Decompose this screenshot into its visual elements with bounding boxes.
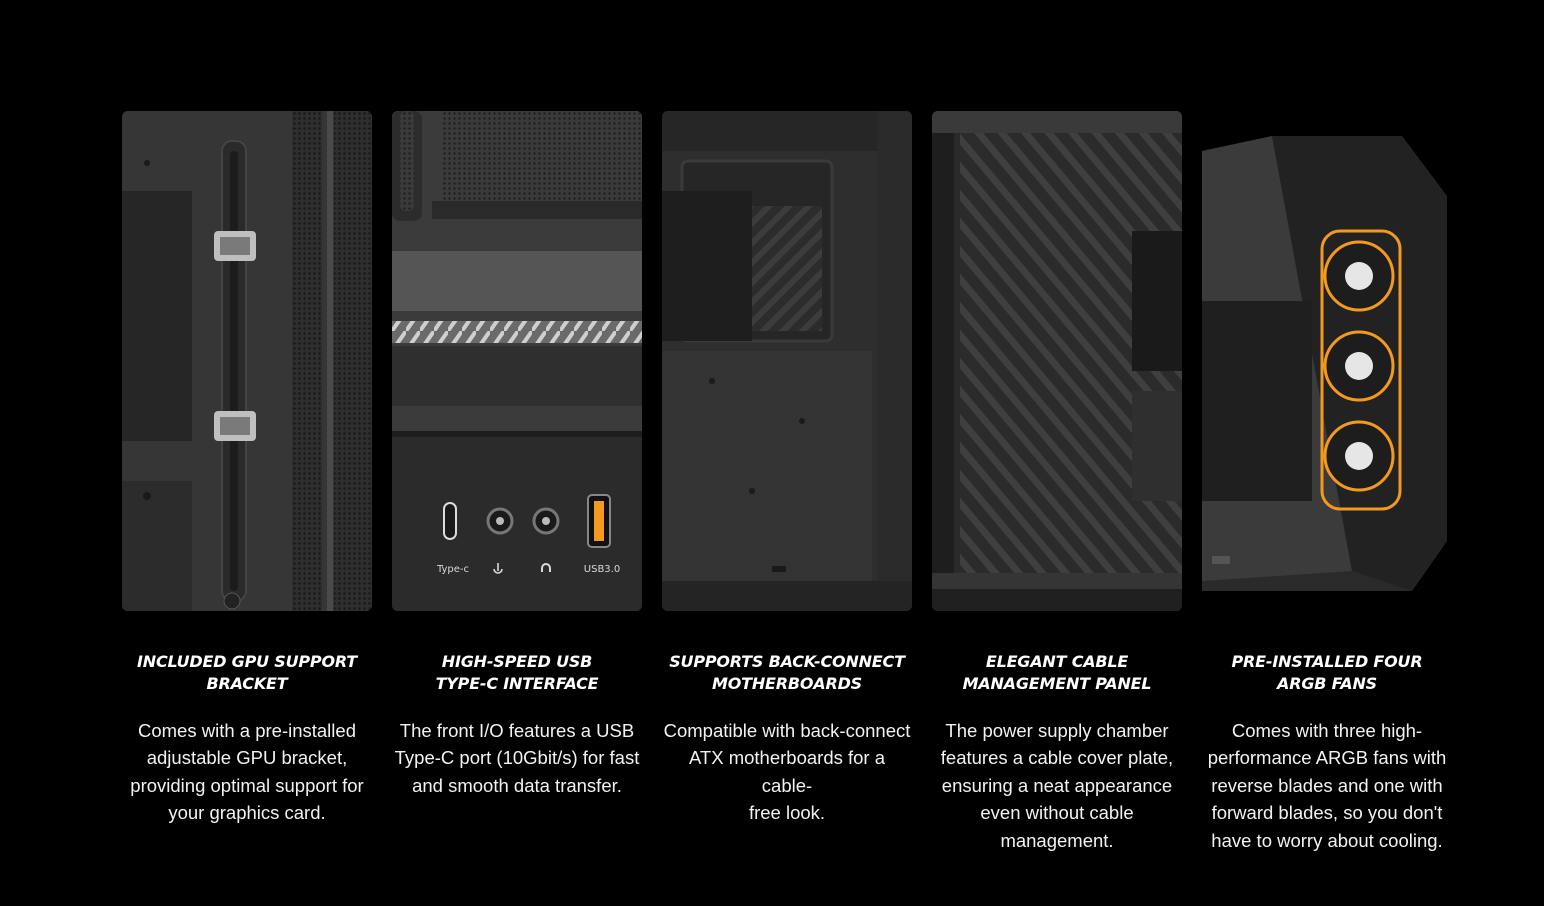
feature-description: The front I/O features a USB Type-C port… bbox=[394, 720, 640, 796]
feature-title: SUPPORTS BACK-CONNECT MOTHERBOARDS bbox=[669, 652, 905, 693]
feature-card-cable-panel: ELEGANT CABLE MANAGEMENT PANEL The power… bbox=[922, 111, 1192, 854]
feature-card-back-connect: SUPPORTS BACK-CONNECT MOTHERBOARDS Compa… bbox=[652, 111, 922, 854]
gpu-bracket-image bbox=[122, 111, 372, 611]
feature-title: ELEGANT CABLE MANAGEMENT PANEL bbox=[962, 652, 1152, 693]
back-connect-image bbox=[662, 111, 912, 611]
front-io-image: Type-c USB3.0 bbox=[392, 111, 642, 611]
feature-description: Compatible with back-connect ATX motherb… bbox=[663, 720, 911, 824]
feature-description: The power supply chamber features a cabl… bbox=[940, 720, 1174, 851]
feature-title: PRE-INSTALLED FOUR ARGB FANS bbox=[1231, 652, 1423, 693]
cable-panel-image bbox=[932, 111, 1182, 611]
feature-description: Comes with a pre-installed adjustable GP… bbox=[130, 720, 364, 824]
feature-description: Comes with three high- performance ARGB … bbox=[1207, 720, 1447, 851]
feature-card-gpu-bracket: INCLUDED GPU SUPPORT BRACKET Comes with … bbox=[112, 111, 382, 854]
argb-fans-image bbox=[1202, 111, 1452, 611]
usb-port-label: USB3.0 bbox=[584, 564, 620, 575]
feature-card-usb-typec: Type-c USB3.0 HIGH-SPEED USB TYPE-C INTE… bbox=[382, 111, 652, 854]
feature-card-argb-fans: PRE-INSTALLED FOUR ARGB FANS Comes with … bbox=[1192, 111, 1462, 854]
feature-title: INCLUDED GPU SUPPORT BRACKET bbox=[137, 652, 357, 693]
feature-grid: INCLUDED GPU SUPPORT BRACKET Comes with … bbox=[112, 111, 1462, 854]
feature-title: HIGH-SPEED USB TYPE-C INTERFACE bbox=[435, 652, 599, 693]
typec-port-label: Type-c bbox=[436, 564, 469, 575]
